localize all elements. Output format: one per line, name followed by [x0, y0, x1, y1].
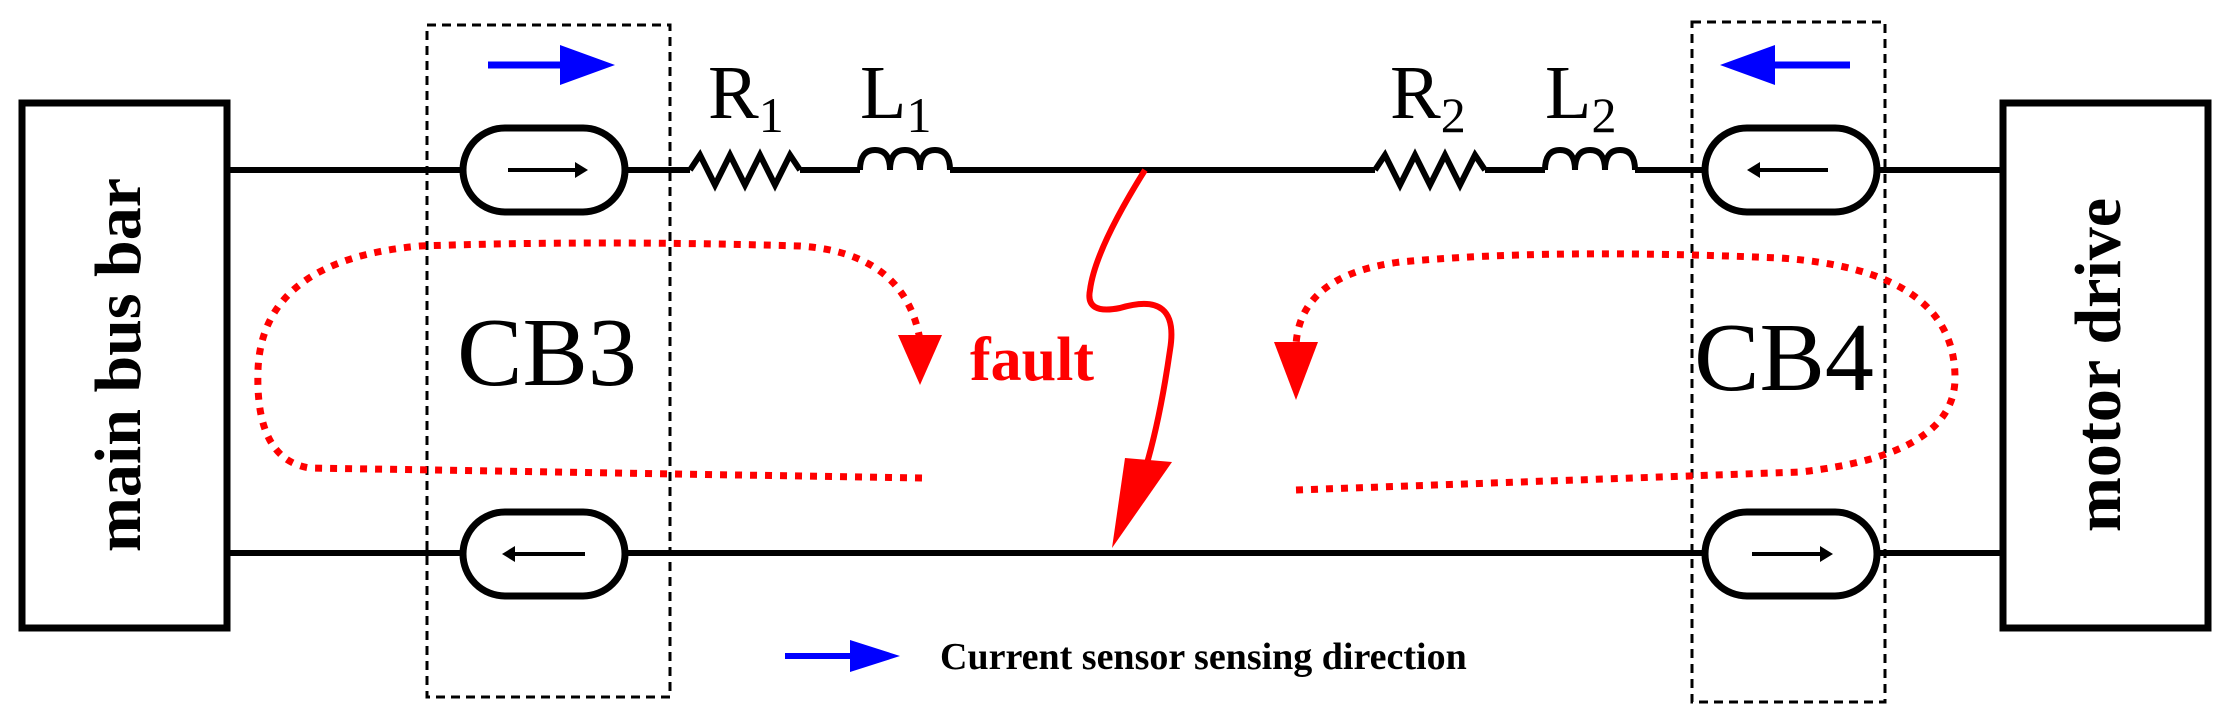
legend-label: Current sensor sensing direction	[940, 636, 1467, 678]
left-loop-arrowhead	[898, 335, 942, 385]
main-bus-bar-label: main bus bar	[82, 178, 155, 552]
resistor-r2	[1372, 148, 1488, 192]
cb3-label: CB3	[457, 299, 637, 407]
r1-label: R1	[708, 51, 784, 143]
l2-label: L2	[1545, 51, 1616, 143]
inductor-l2	[1542, 146, 1638, 171]
right-loop-arrowhead	[1274, 342, 1318, 400]
sensor-cb4-top	[1701, 124, 1881, 216]
main-bus-bar-block: main bus bar	[18, 99, 231, 632]
fault-path	[1086, 168, 1175, 548]
r2-label: R2	[1390, 51, 1466, 143]
inductor-l1	[857, 146, 953, 171]
motor-drive-block: motor drive	[1999, 99, 2212, 632]
legend: Current sensor sensing direction	[785, 636, 1467, 678]
cb3-box	[425, 23, 672, 699]
top-conductor	[227, 146, 2003, 192]
fault-label: fault	[970, 326, 1094, 394]
arrow-icon	[488, 45, 615, 85]
sensor-cb3-top	[459, 124, 629, 216]
cb4-box	[1690, 20, 1887, 704]
sensor-cb4-bottom	[1701, 508, 1881, 600]
motor-drive-label: motor drive	[2062, 198, 2135, 532]
left-fault-current-loop	[254, 239, 924, 482]
resistor-r1	[687, 148, 803, 192]
sensor-cb3-bottom	[459, 508, 629, 600]
arrow-icon	[1720, 45, 1850, 85]
arrow-icon	[785, 640, 900, 672]
fault-arrowhead	[1112, 458, 1172, 548]
l1-label: L1	[860, 51, 931, 143]
cb4-label: CB4	[1694, 304, 1874, 412]
